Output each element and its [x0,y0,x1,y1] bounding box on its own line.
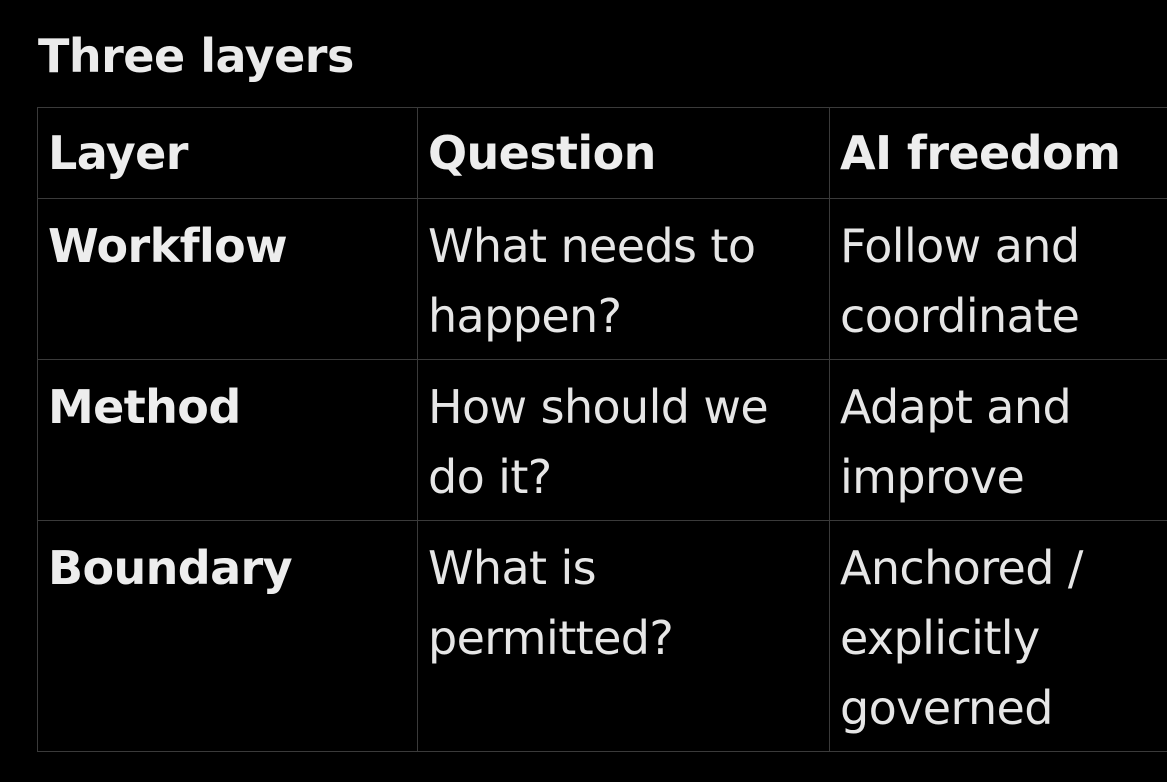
layers-table: Layer Question AI freedom Workflow What … [37,107,1167,752]
cell-layer: Workflow [37,198,418,360]
table-body: Workflow What needs to happen? Follow an… [37,198,1167,752]
cell-question: What is permitted? [417,520,830,752]
cell-ai-freedom: Follow and coordinate [829,198,1167,360]
table-row: Boundary What is permitted? Anchored / e… [37,520,1167,752]
cell-ai-freedom: Adapt and improve [829,359,1167,521]
table-row: Workflow What needs to happen? Follow an… [37,198,1167,360]
cell-question: How should we do it? [417,359,830,521]
page-title: Three layers [38,29,354,83]
header-row: Layer Question AI freedom [37,107,1167,199]
column-header-ai-freedom: AI freedom [829,107,1167,199]
column-header-layer: Layer [37,107,418,199]
cell-layer: Method [37,359,418,521]
cell-question: What needs to happen? [417,198,830,360]
column-header-question: Question [417,107,830,199]
table-header: Layer Question AI freedom [37,107,1167,199]
table-row: Method How should we do it? Adapt and im… [37,359,1167,521]
cell-layer: Boundary [37,520,418,752]
cell-ai-freedom: Anchored / explicitly governed [829,520,1167,752]
